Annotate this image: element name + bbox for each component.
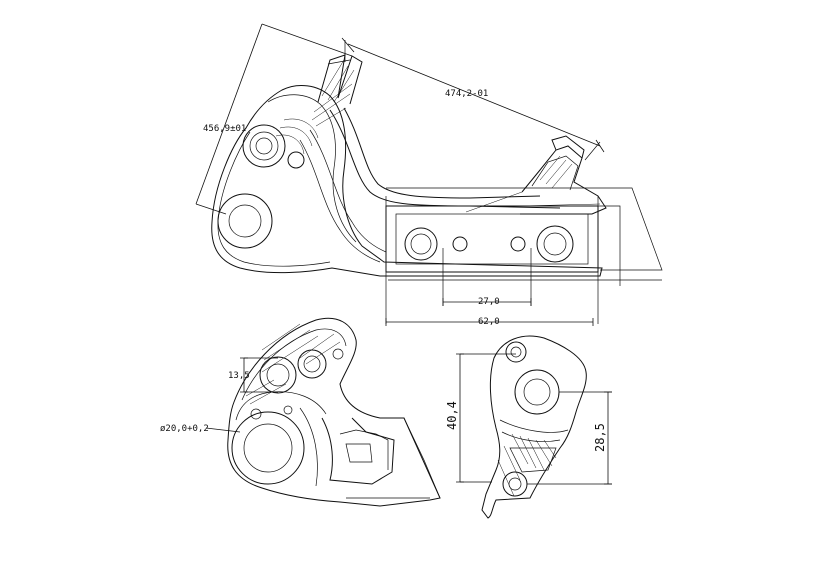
spacing-holes-label: 27,0 — [478, 297, 500, 307]
height-center-label: 28,5 — [593, 423, 607, 452]
hanger-view: 40,4 28,5 — [445, 335, 612, 519]
hole-tolerance-label: ø20,0+0,2 — [160, 424, 209, 434]
height-total-label: 40,4 — [445, 401, 459, 430]
radius-pivot-label: 456,9±01 — [203, 124, 246, 134]
main-dropout-view: 474,2-01 456,9±01 27,0 62,0 — [195, 23, 663, 327]
length-main-label: 474,2-01 — [445, 89, 488, 99]
width-overall-label: 62,0 — [478, 317, 500, 327]
thickness-detail-label: 13,5 — [228, 371, 250, 381]
side-dropout-view: 13,5 ø20,0+0,2 — [160, 317, 441, 507]
